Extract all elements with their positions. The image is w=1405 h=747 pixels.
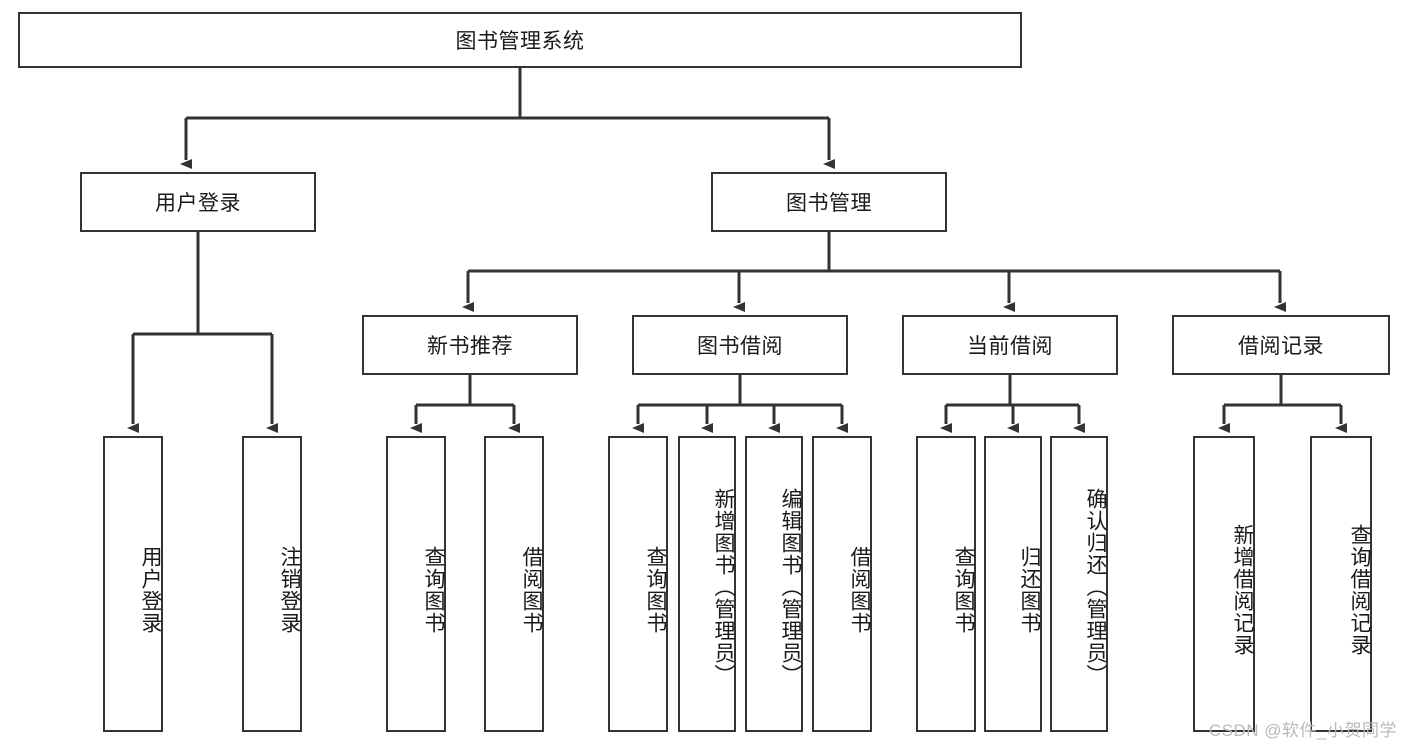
node-root[interactable]: 图书管理系统 <box>18 12 1022 68</box>
node-user-login[interactable]: 用户登录 <box>80 172 316 232</box>
node-leaf-add-borrow-record[interactable]: 新增借阅记录 <box>1193 436 1255 732</box>
node-book-manage[interactable]: 图书管理 <box>711 172 947 232</box>
node-leaf-borrow-book[interactable]: 借阅图书 <box>812 436 872 732</box>
node-leaf-confirm-return[interactable]: 确认归还（管理员） <box>1050 436 1108 732</box>
node-leaf-query-book-borrow[interactable]: 查询图书 <box>608 436 668 732</box>
node-book-borrow[interactable]: 图书借阅 <box>632 315 848 375</box>
node-leaf-edit-book[interactable]: 编辑图书（管理员） <box>745 436 803 732</box>
node-leaf-return-book[interactable]: 归还图书 <box>984 436 1042 732</box>
node-leaf-add-book[interactable]: 新增图书（管理员） <box>678 436 736 732</box>
node-leaf-logout[interactable]: 注销登录 <box>242 436 302 732</box>
csdn-watermark: CSDN @软件_小贺同学 <box>1208 721 1397 740</box>
node-leaf-query-book-recommend[interactable]: 查询图书 <box>386 436 446 732</box>
node-current-borrow[interactable]: 当前借阅 <box>902 315 1118 375</box>
node-new-book-recommend[interactable]: 新书推荐 <box>362 315 578 375</box>
node-borrow-record[interactable]: 借阅记录 <box>1172 315 1390 375</box>
node-leaf-query-book-current[interactable]: 查询图书 <box>916 436 976 732</box>
node-leaf-query-borrow-record[interactable]: 查询借阅记录 <box>1310 436 1372 732</box>
node-leaf-borrow-book-recommend[interactable]: 借阅图书 <box>484 436 544 732</box>
node-leaf-user-login[interactable]: 用户登录 <box>103 436 163 732</box>
